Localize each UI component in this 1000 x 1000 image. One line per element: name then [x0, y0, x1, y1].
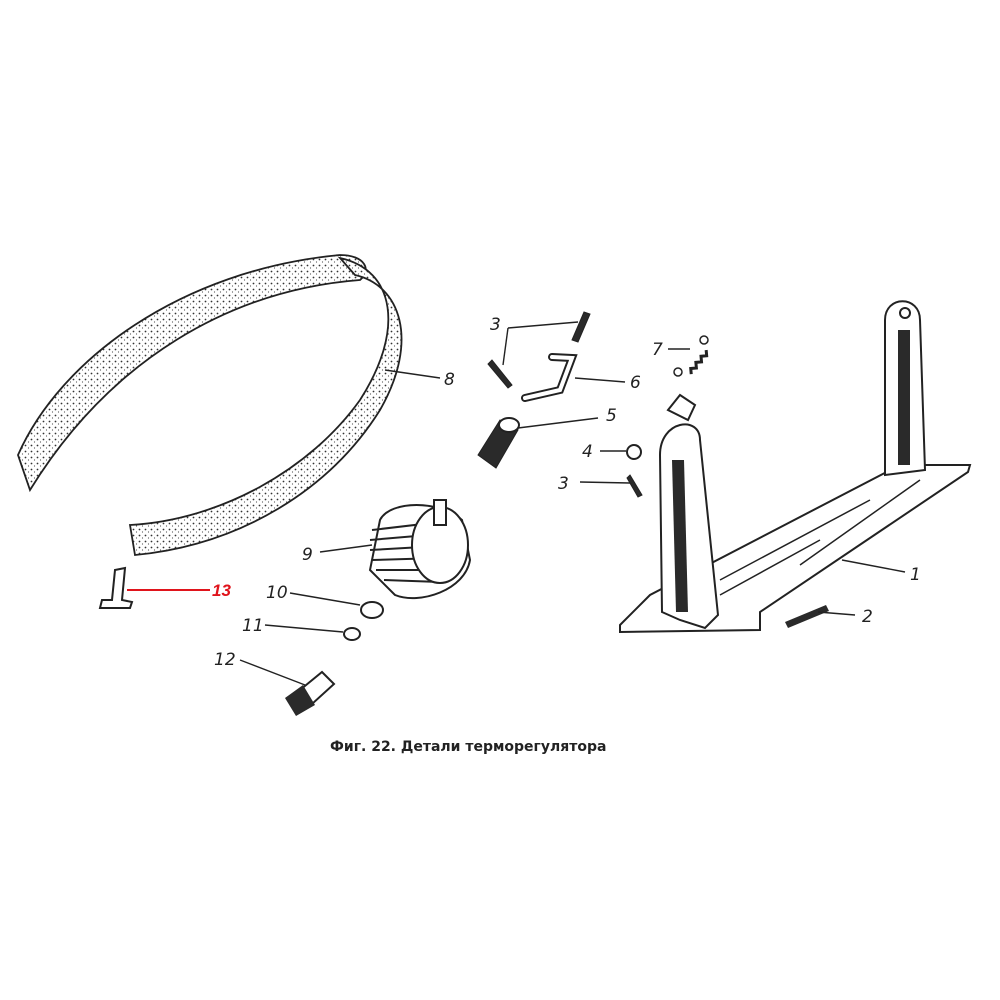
- label-3-bottom: 3: [558, 474, 569, 494]
- label-12: 12: [214, 650, 236, 670]
- label-5: 5: [606, 406, 617, 426]
- part-13-pin: [98, 566, 210, 609]
- label-6: 6: [630, 373, 641, 393]
- part-5-cylinder-pin: [477, 417, 599, 469]
- part-4-washer: [626, 444, 642, 460]
- figure-caption: Фиг. 22. Детали терморегулятора: [330, 739, 606, 755]
- part-1-frame-bracket: [619, 300, 972, 634]
- part-7-spring: [668, 335, 709, 377]
- part-3-screws: [487, 311, 643, 498]
- label-9: 9: [302, 545, 313, 565]
- label-11: 11: [242, 616, 264, 636]
- label-8: 8: [444, 370, 455, 390]
- label-3-top: 3: [490, 315, 501, 335]
- part-8-curved-strip: [17, 254, 441, 556]
- label-2: 2: [862, 607, 873, 627]
- part-9-knob: [319, 499, 472, 600]
- label-10: 10: [266, 583, 288, 603]
- label-13: 13: [212, 581, 231, 600]
- part-10-washer: [360, 601, 384, 619]
- label-1: 1: [910, 565, 921, 585]
- part-2-rod: [785, 605, 856, 628]
- label-7: 7: [652, 340, 663, 360]
- part-11-spring-washer: [343, 627, 361, 641]
- part-12-screw: [239, 659, 336, 716]
- label-4: 4: [582, 442, 593, 462]
- part-6-bent-rod: [521, 353, 626, 402]
